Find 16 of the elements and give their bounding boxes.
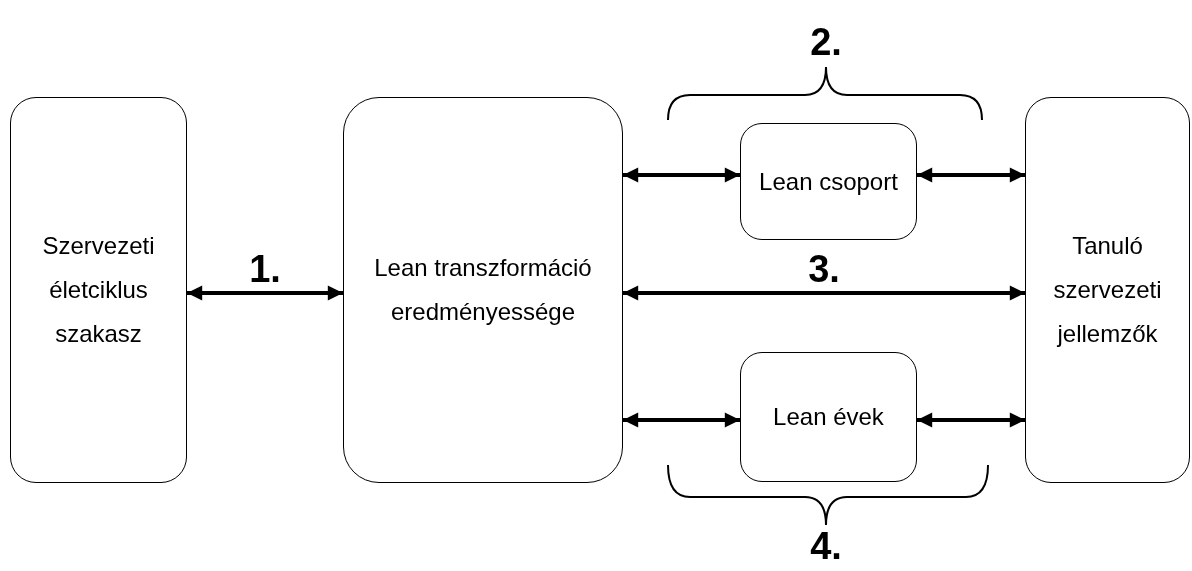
double-arrow — [187, 285, 343, 301]
rounded-box — [1025, 97, 1190, 483]
node-text: Szervezeti életciklus szakasz — [41, 231, 156, 349]
rounded-box — [10, 97, 187, 483]
rounded-box — [740, 352, 917, 482]
rounded-box — [740, 123, 917, 240]
double-arrow — [623, 412, 740, 428]
node-text: Lean évek — [772, 402, 885, 432]
node-text: Tanuló szervezeti jellemzők — [1052, 231, 1163, 349]
node-text: Lean csoport — [758, 166, 899, 197]
rounded-box — [343, 97, 623, 483]
node-text: Lean transzformáció eredményessége — [373, 253, 593, 327]
double-arrow — [917, 167, 1025, 183]
double-arrow — [623, 285, 1025, 301]
double-arrow — [917, 412, 1025, 428]
double-arrow — [623, 167, 740, 183]
